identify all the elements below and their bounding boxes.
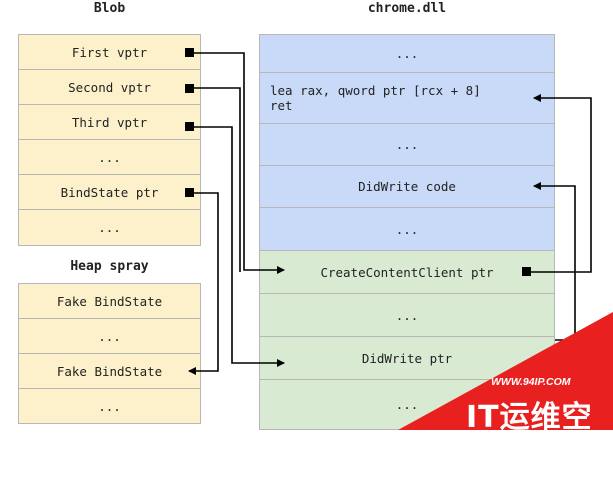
- arrow-third-vptr-to-didwrite-ptr: [190, 126, 285, 367]
- connector-lines: [188, 52, 592, 375]
- heap-spray-title: Heap spray: [70, 259, 149, 274]
- blob-cell-label: BindState ptr: [60, 184, 159, 200]
- blob-cell-label: ...: [98, 149, 121, 165]
- spray-cell-label: ...: [98, 398, 121, 414]
- blob-cell-first-vptr: First vptr: [18, 34, 201, 70]
- spray-cell-ellipsis: ...: [18, 388, 201, 424]
- anchor-first-vptr: [185, 48, 194, 57]
- blob-cell-ellipsis: ...: [18, 209, 201, 246]
- arrow-first-vptr-to-gadget: [190, 52, 285, 274]
- watermark-url: WWW.94IP.COM: [491, 376, 571, 388]
- dll-cell-ellipsis: ...: [259, 123, 555, 166]
- anchor-third-vptr: [185, 122, 194, 131]
- spray-cell-ellipsis: ...: [18, 318, 201, 354]
- connector-anchors: [185, 48, 531, 276]
- blob-cell-ellipsis: ...: [18, 139, 201, 175]
- blob-title: Blob: [93, 1, 126, 16]
- dll-cell-createcontentclient-ptr: CreateContentClient ptr: [259, 250, 555, 294]
- spray-cell-fake-bindstate: Fake BindState: [18, 353, 201, 389]
- blob-cell-bindstate-ptr: BindState ptr: [18, 174, 201, 210]
- arrow-second-vptr: [190, 87, 241, 272]
- spray-cell-label: Fake BindState: [56, 293, 163, 309]
- anchor-second-vptr: [185, 84, 194, 93]
- blob-cell-label: Third vptr: [71, 114, 148, 130]
- chrome-dll-title: chrome.dll: [367, 1, 447, 16]
- watermark-brand: IT运维空间: [466, 400, 593, 479]
- heap-spray-column: Fake BindState ... Fake BindState ...: [18, 283, 201, 424]
- blob-cell-third-vptr: Third vptr: [18, 104, 201, 140]
- anchor-createcontentclient-ptr: [522, 267, 531, 276]
- dll-cell-label: ...: [395, 46, 419, 61]
- blob-cell-label: First vptr: [71, 44, 148, 60]
- spray-cell-label: ...: [98, 328, 121, 344]
- pointer-arrows: [185, 48, 592, 375]
- blob-column: First vptr Second vptr Third vptr ... Bi…: [18, 34, 201, 246]
- dll-cell-label: CreateContentClient ptr: [320, 264, 494, 280]
- dll-cell-label: DidWrite code: [358, 179, 456, 194]
- spray-cell-label: Fake BindState: [56, 363, 163, 379]
- dll-cell-didwrite-code: DidWrite code: [259, 165, 555, 208]
- arrow-createcontentclient-to-gadget: [527, 94, 592, 273]
- blob-cell-label: ...: [98, 220, 121, 235]
- dll-cell-ellipsis: ...: [259, 34, 555, 73]
- arrow-didwrite-ptr-to-didwrite-code: [533, 182, 576, 341]
- dll-cell-label: ...: [395, 221, 419, 237]
- arrow-bindstate-ptr-to-fake-bindstate: [188, 192, 219, 375]
- dll-cell-label: ...: [395, 137, 419, 152]
- dll-cell-label: lea rax, qword ptr [rcx + 8] ret: [270, 83, 481, 113]
- anchor-bindstate-ptr: [185, 188, 194, 197]
- blob-cell-label: Second vptr: [68, 79, 151, 95]
- blob-cell-second-vptr: Second vptr: [18, 69, 201, 105]
